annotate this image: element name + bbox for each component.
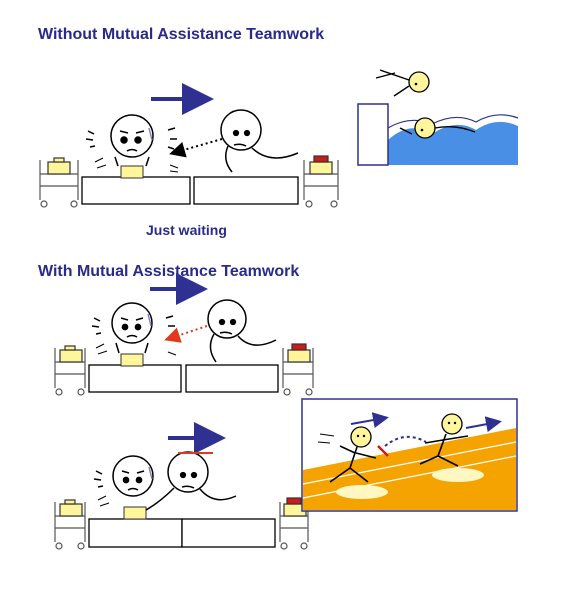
scene-without-teamwork [39, 69, 519, 208]
heading-with-teamwork: With Mutual Assistance Teamwork [38, 263, 300, 280]
part-box-icon [120, 353, 144, 367]
worried-worker-figure [93, 455, 154, 507]
scene-with-teamwork-top [54, 273, 314, 396]
worried-worker-figure [85, 114, 179, 173]
helper-worker-figure [145, 451, 237, 511]
gaze-arrow-icon [164, 325, 208, 343]
cart-right-icon [279, 497, 309, 550]
workbench-left [88, 364, 182, 393]
part-box-icon [123, 506, 147, 520]
workbench-right [185, 364, 279, 393]
cart-right-icon [282, 343, 314, 396]
cart-right-icon [303, 155, 339, 208]
cart-left-icon [39, 157, 79, 208]
workbench-right [193, 176, 299, 205]
cart-left-icon [54, 499, 86, 550]
part-box-icon [120, 165, 144, 179]
caption-just-waiting: Just waiting [146, 222, 227, 238]
gaze-arrow-icon [169, 138, 223, 158]
relay-race-illustration [301, 398, 518, 512]
idle-worker-figure [220, 109, 299, 173]
worried-worker-figure [91, 302, 177, 356]
scene-with-teamwork-bottom [54, 398, 518, 550]
cart-left-icon [54, 345, 86, 396]
swimming-race-illustration [357, 69, 519, 166]
heading-without-teamwork: Without Mutual Assistance Teamwork [38, 26, 325, 43]
workbench-left [88, 518, 183, 548]
helper-worker-figure [207, 299, 277, 363]
workbench-right [181, 518, 276, 548]
workbench-left [81, 176, 191, 205]
